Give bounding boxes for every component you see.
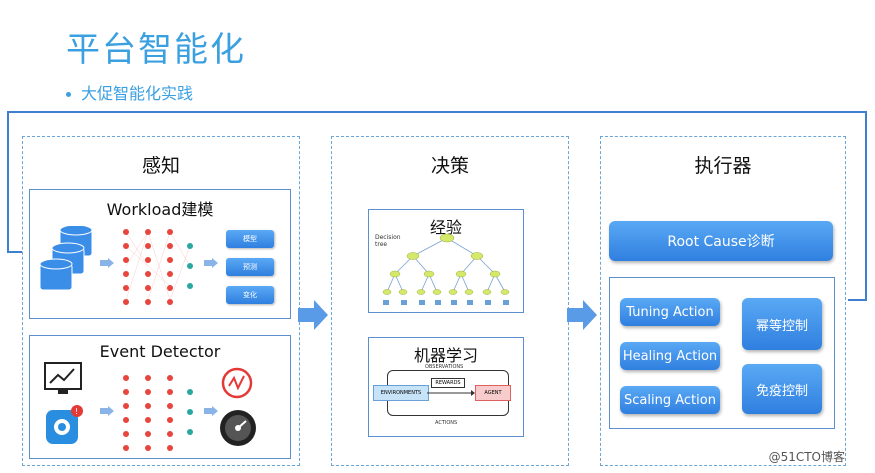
arrow-icon [100, 406, 114, 416]
scaling-action-button[interactable]: Scaling Action [620, 386, 720, 414]
gauge-icon [220, 410, 256, 446]
monitor-chart-icon [44, 362, 82, 394]
anomaly-icon [221, 367, 253, 399]
ml-box: 机器学习 OBSERVATIONS ENVIRONMENTS REWARDS A… [368, 337, 524, 437]
flow-arrow-icon [298, 300, 328, 330]
flow-arrow-icon [567, 300, 597, 330]
perception-title: 感知 [141, 155, 180, 177]
decision-tree-label: Decision tree [375, 234, 401, 248]
executor-title: 执行器 [694, 155, 752, 177]
arrow-icon [427, 390, 475, 396]
actions-box: Tuning Action Healing Action Scaling Act… [609, 277, 835, 429]
neural-network-icon [123, 229, 193, 305]
environments-box: ENVIRONMENTS [373, 385, 429, 401]
alert-app-icon: ! [46, 405, 83, 444]
neural-network-icon [123, 375, 193, 451]
decision-tree-icon [382, 233, 510, 305]
decision-title: 决策 [430, 155, 469, 177]
event-detector-box: Event Detector ! [29, 335, 291, 459]
workload-box: Workload建模 模型 预测 变化 [29, 189, 291, 319]
rewards-box: REWARDS [431, 378, 465, 388]
bullet-icon [66, 92, 71, 97]
ml-title: 机器学习 [413, 346, 478, 365]
svg-text:!: ! [75, 407, 78, 416]
subtitle-text: 大促智能化实践 [81, 84, 194, 103]
output-change: 变化 [226, 286, 274, 304]
output-predict: 预测 [226, 258, 274, 276]
actions-label: ACTIONS [435, 420, 458, 426]
tuning-action-button[interactable]: Tuning Action [620, 298, 720, 326]
agent-box: AGENT [475, 385, 511, 401]
perception-panel: 感知 Workload建模 模型 预测 变化 [22, 136, 300, 466]
experience-title: 经验 [429, 218, 462, 237]
database-icon [39, 226, 93, 291]
observations-label: OBSERVATIONS [425, 364, 464, 370]
page-subtitle: 大促智能化实践 [66, 80, 193, 104]
healing-action-button[interactable]: Healing Action [620, 342, 720, 370]
arrow-icon [100, 258, 114, 268]
arrow-icon [204, 258, 218, 268]
arrow-icon [204, 406, 218, 416]
idempotent-control-button[interactable]: 幂等控制 [742, 298, 822, 350]
output-model: 模型 [226, 230, 274, 248]
root-cause-button[interactable]: Root Cause诊断 [609, 221, 833, 261]
page-title: 平台智能化 [66, 30, 246, 70]
executor-panel: 执行器 Root Cause诊断 Tuning Action Healing A… [600, 136, 846, 466]
workload-title: Workload建模 [106, 200, 214, 219]
watermark: @51CTO博客 [768, 450, 845, 464]
experience-box: 经验 Decision tree [368, 209, 524, 313]
decision-panel: 决策 经验 Decision tree 机器学习 OBSE [331, 136, 569, 466]
immune-control-button[interactable]: 免疫控制 [742, 364, 822, 414]
event-detector-title: Event Detector [99, 342, 221, 361]
